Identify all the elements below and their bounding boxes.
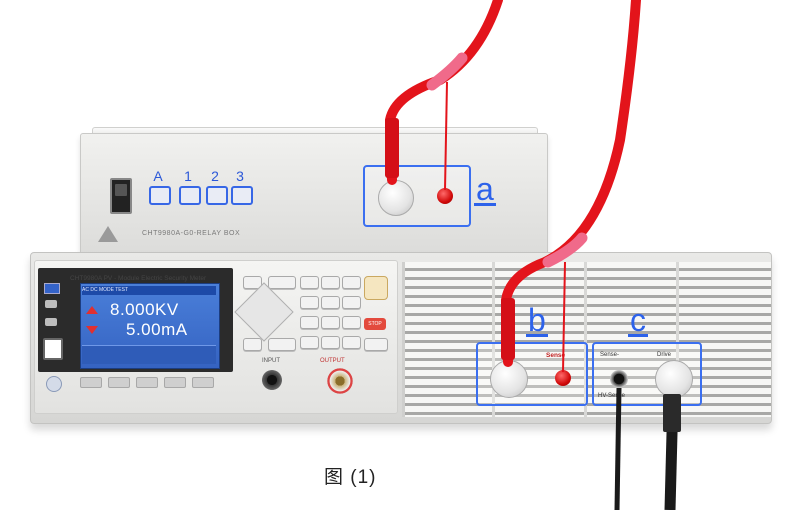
- keypad-key-6[interactable]: [342, 296, 361, 309]
- softkey-5[interactable]: [192, 377, 214, 388]
- red-wire-relay-sense: [444, 81, 448, 191]
- usb-icon[interactable]: [43, 338, 63, 360]
- pink-sleeve-relay: [426, 52, 468, 91]
- key-function-4[interactable]: [268, 338, 296, 351]
- start-button[interactable]: [364, 276, 388, 300]
- softkey-1[interactable]: [80, 377, 102, 388]
- relay-key-1[interactable]: [179, 186, 201, 205]
- sense-label-b: Sense: [546, 352, 566, 359]
- keypad-key-1[interactable]: [300, 276, 319, 289]
- red-cable-relay-hv: [384, 0, 503, 185]
- callout-letter-c: c: [628, 302, 648, 338]
- relay-channel-label-3: 3: [236, 168, 244, 184]
- side-button-1[interactable]: [45, 300, 57, 308]
- key-enter[interactable]: [364, 338, 388, 351]
- keypad-key-10[interactable]: [300, 336, 319, 349]
- arrow-down-icon: [86, 326, 98, 334]
- relay-box-top-edge: [92, 127, 538, 138]
- red-plug-relay: [385, 118, 399, 178]
- vent-divider: [584, 262, 587, 417]
- key-function-2[interactable]: [268, 276, 296, 289]
- input-jack[interactable]: [262, 370, 282, 390]
- sense-minus-label: Sense-: [600, 352, 620, 358]
- input-label: INPUT: [262, 358, 280, 364]
- keypad-key-3[interactable]: [342, 276, 361, 289]
- pink-sleeve-meter: [542, 232, 588, 268]
- vent-divider: [676, 262, 679, 417]
- output-label: OUTPUT: [320, 358, 345, 364]
- power-button[interactable]: [46, 376, 62, 392]
- meter-model-label: CHT9980A PV - Module Electric Security M…: [70, 275, 207, 282]
- vent-divider: [492, 262, 495, 417]
- drive-label: Drive: [657, 352, 672, 358]
- triangle-logo-icon: [98, 226, 118, 242]
- relay-hv-terminal[interactable]: [378, 180, 414, 216]
- red-plug-meter: [501, 298, 515, 360]
- power-switch-icon[interactable]: [110, 178, 132, 214]
- relay-channel-label-a: A: [153, 168, 163, 184]
- red-cable-meter-hv: [500, 0, 641, 367]
- output-jack[interactable]: [327, 368, 353, 394]
- relay-key-a[interactable]: [149, 186, 171, 205]
- relay-box-model-label: CHT9980A-G0-RELAY BOX: [142, 230, 241, 237]
- callout-letter-a: a: [474, 171, 496, 207]
- relay-key-3[interactable]: [231, 186, 253, 205]
- callout-letter-b: b: [526, 302, 548, 338]
- red-wire-meter-sense: [562, 261, 566, 373]
- side-button-2[interactable]: [45, 318, 57, 326]
- relay-sense-terminal[interactable]: [437, 188, 453, 204]
- sense-minus-terminal[interactable]: [610, 370, 628, 388]
- relay-channel-label-1: 1: [184, 168, 192, 184]
- relay-key-2[interactable]: [206, 186, 228, 205]
- keypad-key-4[interactable]: [300, 296, 319, 309]
- brand-logo-icon: [44, 283, 60, 294]
- black-cable-sense: [614, 387, 622, 510]
- black-plug-drive: [663, 394, 681, 432]
- keypad-key-9[interactable]: [342, 316, 361, 329]
- keypad-key-7[interactable]: [300, 316, 319, 329]
- stop-button[interactable]: STOP: [364, 318, 386, 330]
- hv-sense-label: HV-Sense: [598, 393, 626, 399]
- softkey-4[interactable]: [164, 377, 186, 388]
- keypad-key-11[interactable]: [321, 336, 340, 349]
- lcd-voltage-readout: 8.000KV: [110, 300, 179, 319]
- meter-sense-terminal[interactable]: [555, 370, 571, 386]
- keypad-key-8[interactable]: [321, 316, 340, 329]
- key-function-1[interactable]: [243, 276, 262, 289]
- softkey-2[interactable]: [108, 377, 130, 388]
- key-function-3[interactable]: [243, 338, 262, 351]
- lcd-current-readout: 5.00mA: [126, 320, 188, 339]
- keypad-key-12[interactable]: [342, 336, 361, 349]
- softkey-3[interactable]: [136, 377, 158, 388]
- relay-channel-label-2: 2: [211, 168, 219, 184]
- lcd-status-bar: AC DC MODE TEST: [82, 286, 216, 295]
- arrow-up-icon: [86, 306, 98, 314]
- figure-caption: 图 (1): [324, 467, 377, 488]
- lcd-info-area: [82, 345, 216, 364]
- meter-hv-terminal[interactable]: [490, 360, 528, 398]
- keypad-key-5[interactable]: [321, 296, 340, 309]
- keypad-key-2[interactable]: [321, 276, 340, 289]
